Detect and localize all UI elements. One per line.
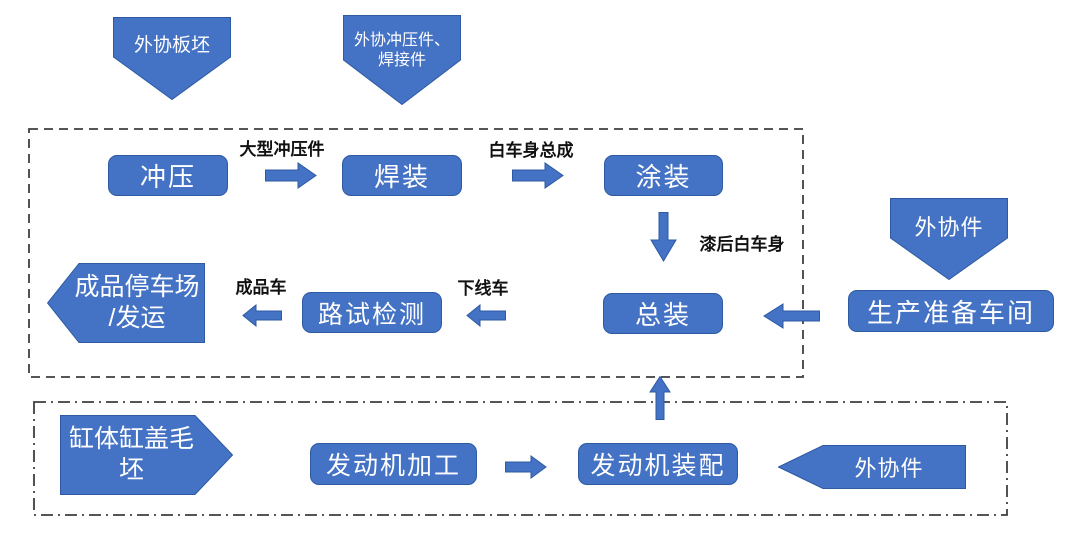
arrow-left-icon <box>466 304 506 327</box>
input-engine-blank-line2: 坯 <box>118 456 144 484</box>
pentagon-down-icon <box>113 17 231 100</box>
arrow-up-icon <box>649 376 671 420</box>
node-stamping: 冲压 <box>108 155 228 196</box>
pentagon-left-icon <box>47 263 205 343</box>
input-outsourced-pentagon: 外协件 <box>890 198 1008 280</box>
arrow-right-icon <box>265 162 317 189</box>
input-slab-label: 外协板坯 <box>133 34 210 56</box>
label-offline-car: 下线车 <box>457 279 509 298</box>
input-engine-outsourced-label: 外协件 <box>854 456 924 481</box>
label-finished-car: 成品车 <box>235 278 287 297</box>
node-painting: 涂装 <box>604 155 723 196</box>
pentagon-down-icon <box>343 15 461 105</box>
label-painted-body: 漆后白车身 <box>699 235 785 254</box>
input-engine-blank-line1: 缸体缸盖毛 <box>68 425 194 453</box>
input-slab-pentagon: 外协板坯 <box>113 17 231 100</box>
vehicle-plant-boundary <box>28 128 804 378</box>
label-large-stampings: 大型冲压件 <box>239 140 325 159</box>
arrow-right-icon <box>505 455 547 479</box>
pentagon-down-icon <box>890 198 1008 280</box>
output-parking-line1: 成品停车场 <box>74 273 200 301</box>
pentagon-right-icon <box>60 415 233 495</box>
input-outsourced-label: 外协件 <box>914 214 984 240</box>
node-road-test: 路试检测 <box>302 292 442 333</box>
input-stamp-weld-pentagon: 外协冲压件、 焊接件 <box>343 15 461 105</box>
input-engine-blank-pentagon: 缸体缸盖毛 坯 <box>60 415 233 495</box>
arrow-left-icon <box>763 303 820 329</box>
output-parking-pentagon: 成品停车场 /发运 <box>47 263 205 343</box>
node-welding: 焊装 <box>342 155 462 196</box>
input-stamp-weld-line2: 焊接件 <box>377 52 426 69</box>
node-engine-assembly: 发动机装配 <box>578 443 738 485</box>
input-stamp-weld-line1: 外协冲压件、 <box>353 32 450 49</box>
input-engine-outsourced-pentagon: 外协件 <box>778 445 966 489</box>
pentagon-left-icon <box>778 445 966 489</box>
output-parking-line2: /发运 <box>108 304 166 332</box>
node-engine-machining: 发动机加工 <box>310 443 477 485</box>
label-body-in-white: 白车身总成 <box>488 141 574 160</box>
node-assembly: 总装 <box>603 293 723 334</box>
arrow-down-icon <box>650 212 677 262</box>
arrow-right-icon <box>512 162 564 189</box>
arrow-left-icon <box>242 304 282 327</box>
node-prep-shop: 生产准备车间 <box>848 290 1054 332</box>
engine-plant-boundary <box>33 401 1008 516</box>
